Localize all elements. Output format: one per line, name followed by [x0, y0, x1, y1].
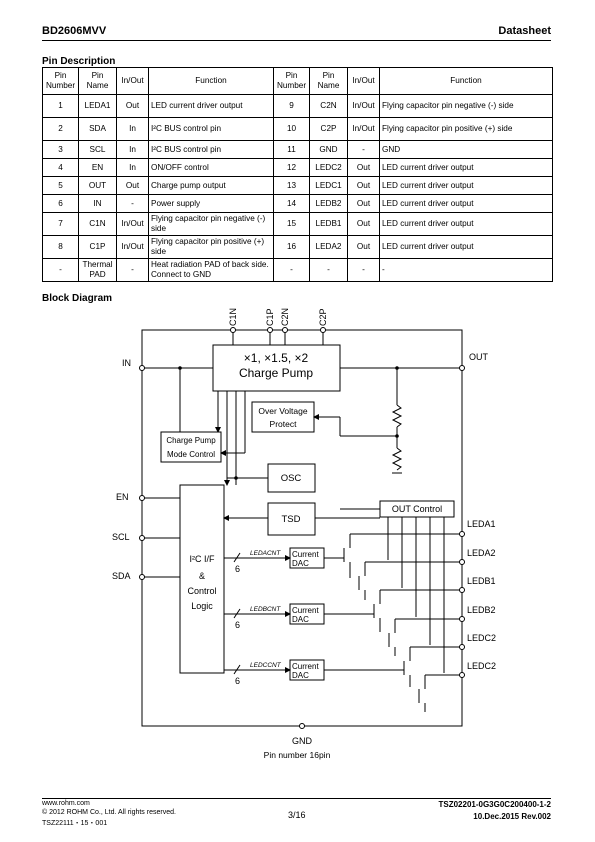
footer-code: TSZ22111・15・001	[42, 820, 108, 827]
pin-label-leda2: LEDA2	[467, 548, 496, 558]
block-diagram-title: Block Diagram	[42, 293, 113, 304]
cp-label: Charge Pump	[239, 366, 313, 380]
pin-label-ledb1: LEDB1	[467, 576, 496, 586]
bus-label-b: LEDBCNT	[250, 606, 281, 613]
tsd-block	[267, 502, 316, 536]
table-cell: SDA	[78, 117, 117, 141]
pin-label-ledc2: LEDC2	[467, 661, 496, 671]
table-cell: 8	[42, 235, 79, 259]
dac-label-a1: Current	[292, 550, 319, 559]
driver-transistors	[343, 534, 426, 712]
osc-block	[267, 463, 316, 493]
pin-label-c1n: C1N	[228, 308, 238, 326]
table-cell: LEDB1	[309, 212, 348, 236]
table-cell: -	[42, 258, 79, 282]
table-cell: Flying capacitor pin positive (+) side	[148, 235, 274, 259]
bus-label-c: LEDCCNT	[250, 662, 282, 669]
ctrl-label-4: Logic	[191, 601, 213, 611]
table-cell: -	[347, 258, 380, 282]
table-cell: LED current driver output	[379, 212, 553, 236]
table-cell: In/Out	[116, 235, 149, 259]
pin-label-en: EN	[116, 492, 129, 502]
doc-type: Datasheet	[498, 25, 551, 37]
cpmode-label-1: Charge Pump	[166, 436, 216, 445]
pin-label-out: OUT	[469, 352, 489, 362]
footer-date-rev: 10.Dec.2015 Rev.002	[473, 812, 551, 821]
footer-doc-number: TSZ02201-0G3G0C200400-1-2	[438, 800, 551, 809]
table-cell: -	[273, 258, 310, 282]
out-control-label: OUT Control	[392, 504, 442, 514]
table-cell: Flying capacitor pin negative (-) side	[148, 212, 274, 236]
pin-label-sda: SDA	[112, 571, 131, 581]
dac-label-b1: Current	[292, 606, 319, 615]
table-cell: -	[309, 258, 348, 282]
dac-label-c2: DAC	[292, 671, 309, 680]
ovp-label-2: Protect	[270, 419, 298, 429]
control-logic-block	[179, 484, 225, 674]
bits-label-a: 6	[235, 564, 240, 574]
ctrl-label-3: Control	[187, 586, 216, 596]
ovp-block	[251, 401, 315, 433]
col-header: Pin Name	[78, 67, 117, 95]
table-cell: Out	[116, 94, 149, 118]
table-cell: C1N	[78, 212, 117, 236]
pin-label-c2n: C2N	[280, 308, 290, 326]
dac-label-b2: DAC	[292, 615, 309, 624]
cp-ratio: ×1, ×1.5, ×2	[244, 351, 309, 365]
ovp-label-1: Over Voltage	[258, 406, 307, 416]
table-cell: 9	[273, 94, 310, 118]
table-cell: -	[116, 258, 149, 282]
col-header: Function	[148, 67, 274, 95]
footer-url[interactable]: www.rohm.com	[42, 800, 90, 807]
table-cell: LEDA2	[309, 235, 348, 259]
part-number: BD2606MVV	[42, 25, 107, 37]
table-row: -Thermal PAD-Heat radiation PAD of back …	[42, 258, 553, 282]
pin-label-scl: SCL	[112, 532, 130, 542]
diagram-caption: Pin number 16pin	[264, 750, 331, 760]
pin-label-c1p: C1P	[265, 308, 275, 326]
table-cell: Flying capacitor pin negative (-) side	[379, 94, 553, 118]
table-cell: In	[116, 117, 149, 141]
table-cell: 2	[42, 117, 79, 141]
dac-label-c1: Current	[292, 662, 319, 671]
tsd-label: TSD	[282, 514, 301, 525]
pin-label-in: IN	[122, 358, 131, 368]
cp-mode-block	[160, 431, 222, 463]
pin-label-ledc1: LEDC2	[467, 633, 496, 643]
dac-label-a2: DAC	[292, 559, 309, 568]
pin-table: Pin Number Pin Name In/Out Function Pin …	[42, 67, 553, 282]
bus-label-a: LEDACNT	[250, 550, 281, 557]
table-cell: 1	[42, 94, 79, 118]
footer-rule	[42, 798, 551, 799]
pin-label-ledb2: LEDB2	[467, 605, 496, 615]
col-header: In/Out	[347, 67, 380, 95]
footer-copyright: © 2012 ROHM Co., Ltd. All rights reserve…	[42, 809, 176, 816]
page-number: 3/16	[288, 810, 306, 820]
cpmode-label-2: Mode Control	[167, 450, 215, 459]
osc-label: OSC	[281, 473, 302, 484]
pin-description-title: Pin Description	[42, 56, 116, 67]
header-rule	[42, 40, 551, 41]
table-cell: Heat radiation PAD of back side. Connect…	[148, 258, 274, 282]
ctrl-label-1: I²C I/F	[190, 554, 215, 564]
table-cell: C2N	[309, 94, 348, 118]
pin-label-gnd: GND	[292, 736, 313, 746]
bits-label-b: 6	[235, 620, 240, 630]
pin-label-c2p: C2P	[318, 308, 328, 326]
pin-label-leda1: LEDA1	[467, 519, 496, 529]
charge-pump-block	[212, 344, 341, 392]
table-cell: -	[379, 258, 553, 282]
col-header: Pin Number	[273, 67, 310, 95]
ctrl-label-2: &	[199, 571, 205, 581]
bits-label-c: 6	[235, 676, 240, 686]
